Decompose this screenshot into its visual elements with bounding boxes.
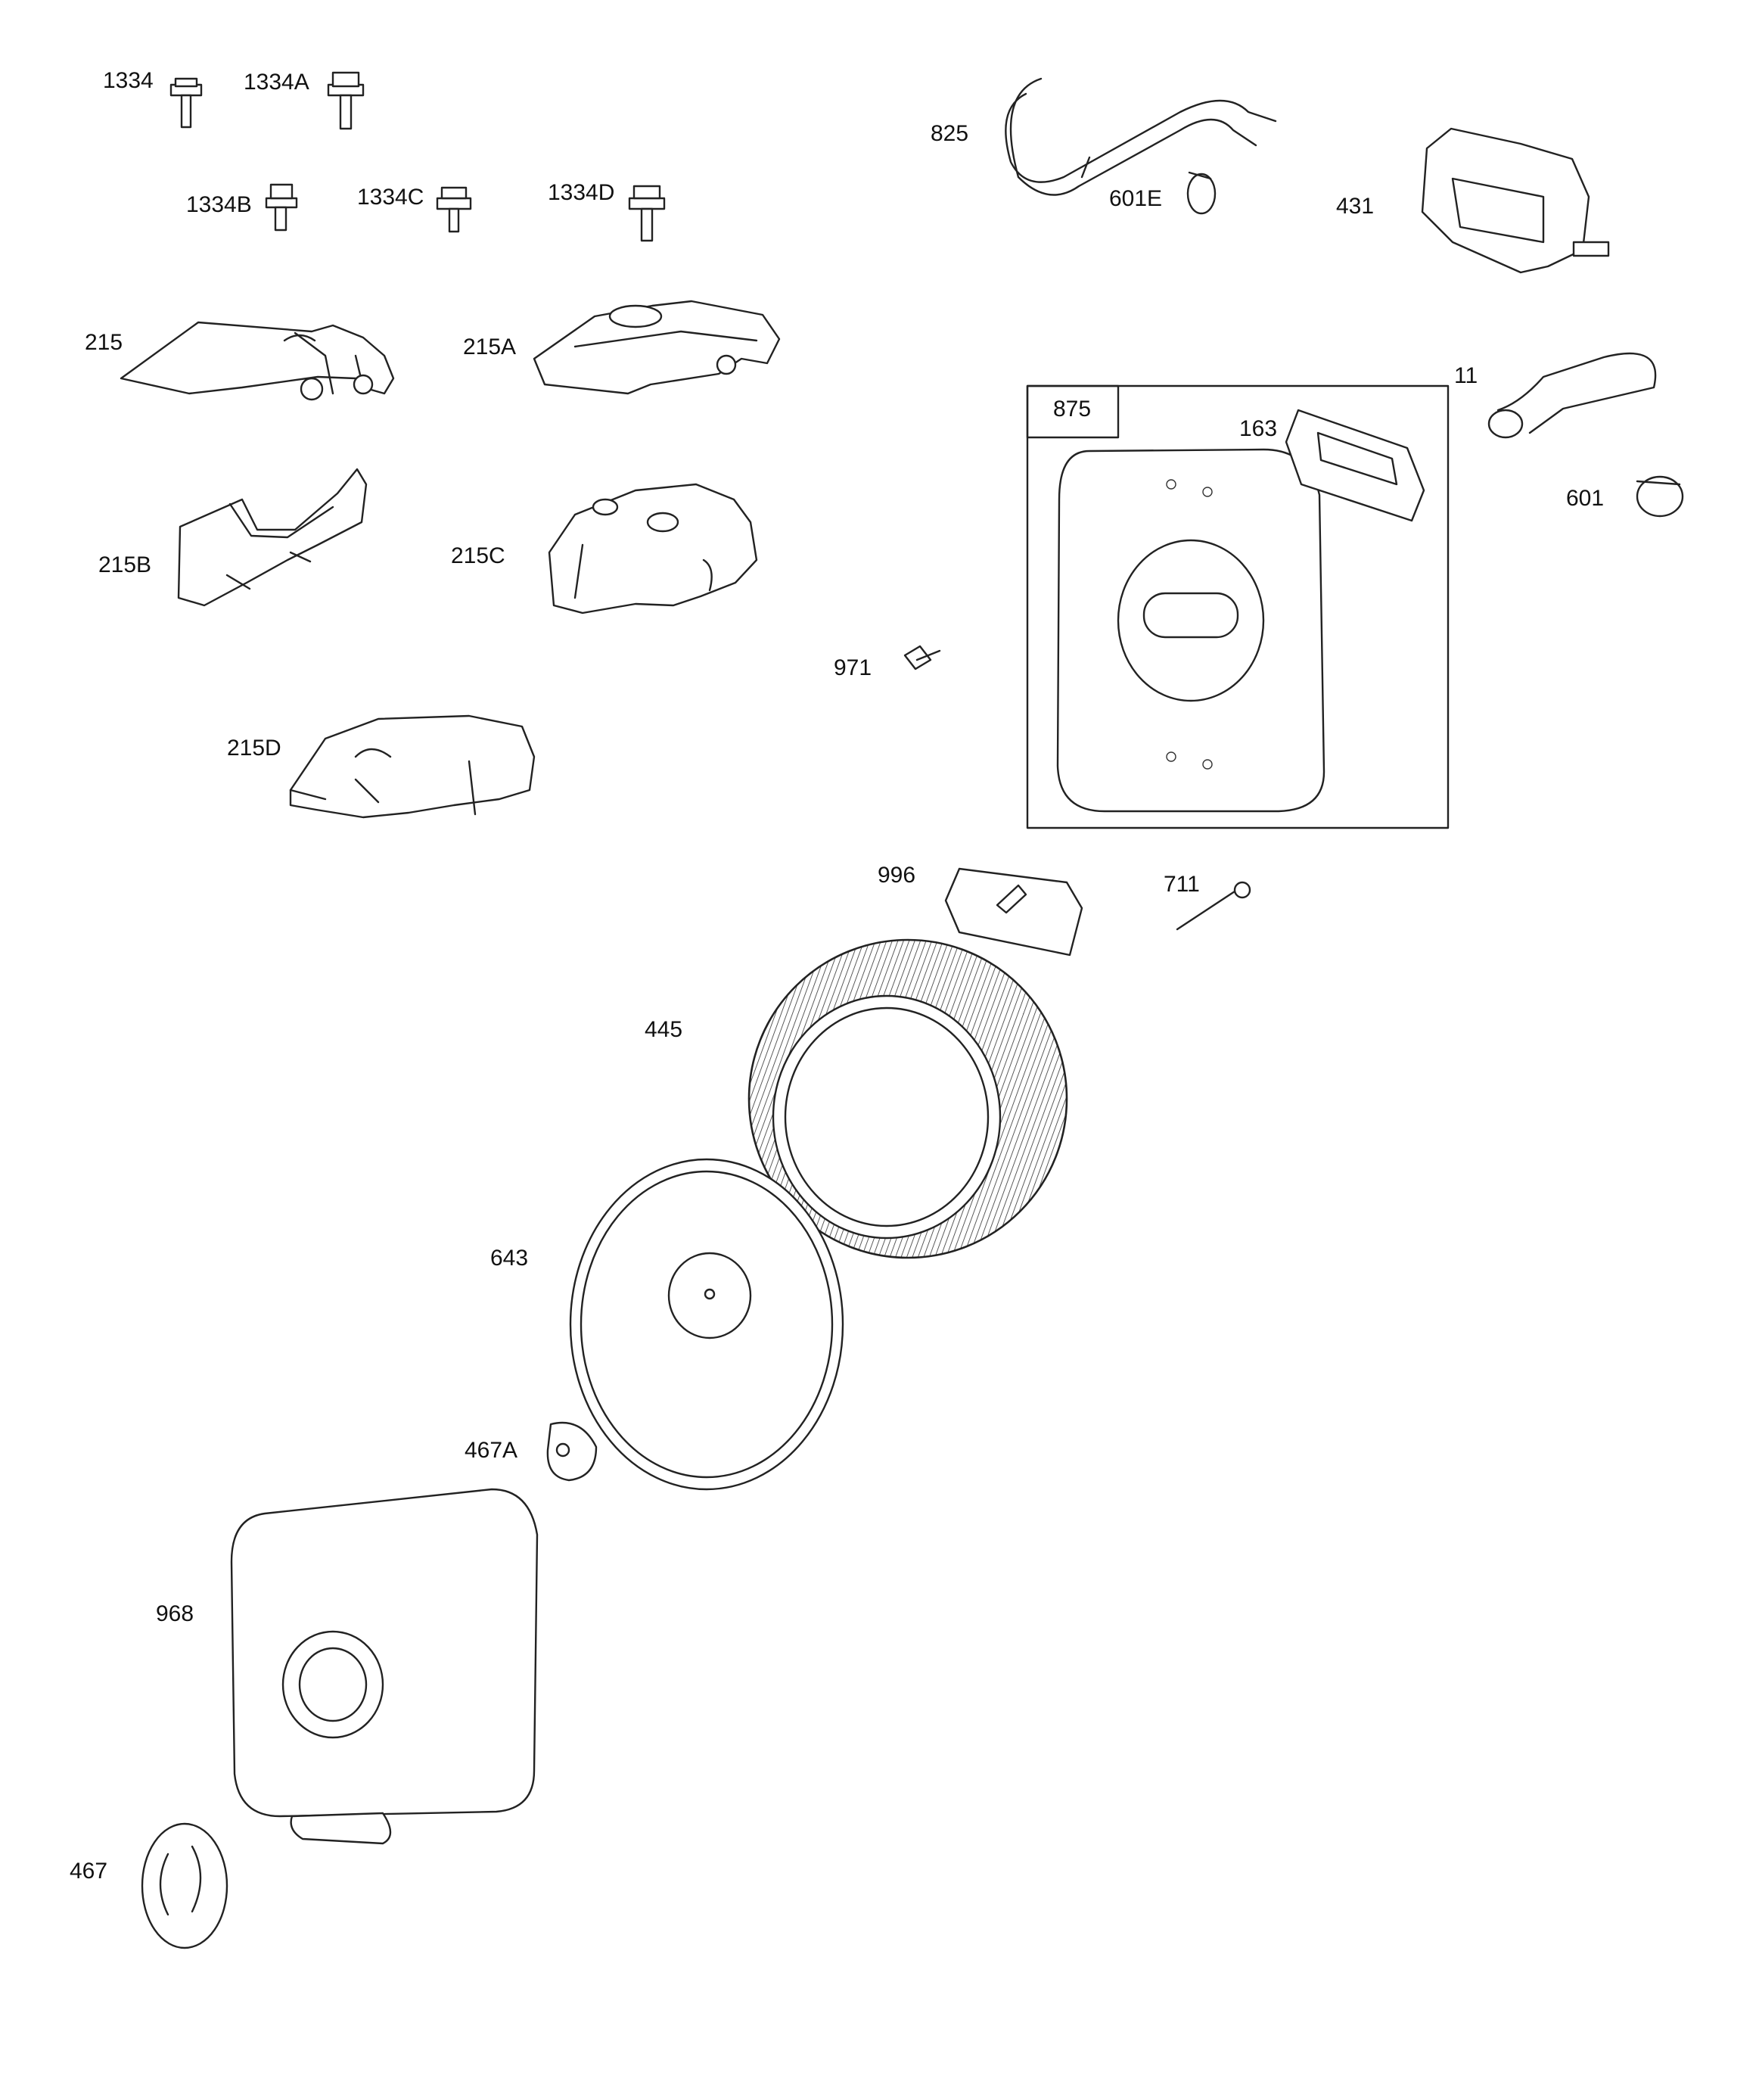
bolt-1334B <box>265 183 298 232</box>
label-1334C: 1334C <box>357 185 424 210</box>
label-1334A: 1334A <box>244 70 309 95</box>
knob-467 <box>141 1822 228 1949</box>
label-643: 643 <box>490 1246 528 1271</box>
label-875: 875 <box>1053 397 1091 422</box>
shield-215D <box>289 714 536 819</box>
label-601: 601 <box>1566 486 1604 511</box>
label-467A: 467A <box>465 1438 517 1463</box>
label-1334: 1334 <box>103 68 154 93</box>
bolt-1334D <box>628 185 666 242</box>
label-215B: 215B <box>98 552 151 577</box>
bolt-1334 <box>169 77 203 129</box>
bracket-215 <box>120 321 395 401</box>
hose-825 <box>1005 77 1277 196</box>
kit-875-frame <box>1026 384 1450 829</box>
label-971: 971 <box>834 655 872 680</box>
label-215D: 215D <box>227 736 281 761</box>
plate-996 <box>944 867 1083 957</box>
label-467: 467 <box>70 1859 107 1884</box>
hose-11 <box>1487 352 1657 439</box>
label-215A: 215A <box>463 334 516 359</box>
label-711: 711 <box>1164 872 1200 897</box>
label-601E: 601E <box>1109 186 1162 211</box>
bolt-711 <box>1176 881 1251 931</box>
label-825: 825 <box>931 121 968 146</box>
bolt-1334C <box>436 186 472 233</box>
bracket-431 <box>1421 127 1610 274</box>
label-215C: 215C <box>451 543 505 568</box>
bracket-215A <box>533 300 781 395</box>
label-1334D: 1334D <box>548 180 614 205</box>
label-1334B: 1334B <box>186 192 252 217</box>
label-163: 163 <box>1239 416 1277 441</box>
clamp-601E <box>1186 171 1217 215</box>
gasket-163 <box>1285 409 1425 522</box>
label-968: 968 <box>156 1601 194 1626</box>
cover-643 <box>569 1158 844 1491</box>
label-11: 11 <box>1454 363 1478 388</box>
knob-467A <box>546 1421 598 1482</box>
cover-968 <box>230 1488 539 1845</box>
label-996: 996 <box>878 863 915 888</box>
clamp-601 <box>1636 475 1684 518</box>
label-215: 215 <box>85 330 123 355</box>
label-445: 445 <box>645 1017 682 1042</box>
bolt-1334A <box>327 71 365 130</box>
bracket-215B <box>177 468 368 607</box>
filter-element-445 <box>747 938 1068 1259</box>
bolt-971 <box>903 645 941 670</box>
shield-215C <box>548 483 758 614</box>
label-431: 431 <box>1336 194 1374 219</box>
